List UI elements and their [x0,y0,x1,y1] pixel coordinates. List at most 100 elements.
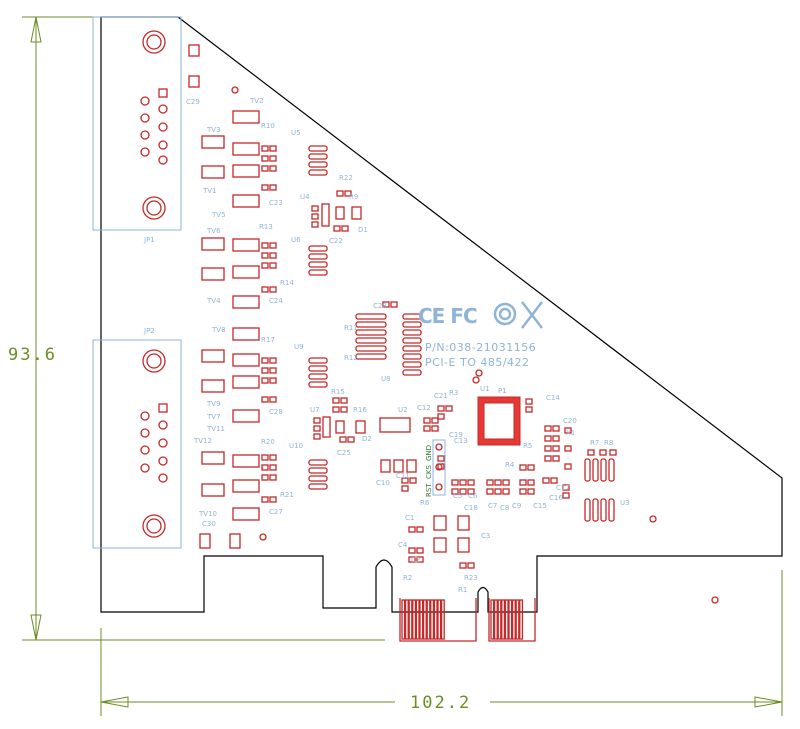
pcie-finger [497,599,502,640]
component-label: C5 [453,492,462,500]
jumper-label-cks: CKS [425,465,433,479]
connector-jp2-label: JP2 [143,327,155,335]
connector-jp2 [140,349,168,538]
component-label: R10 [261,122,275,130]
component-label: R17 [261,336,275,344]
component-label: R5 [523,442,532,450]
component-label: TV7 [206,413,221,421]
upper-channel-components [188,44,362,309]
component-label: C13 [454,437,468,445]
component-label: R4 [505,461,515,469]
pcie-finger [440,599,445,640]
component-label: C22 [329,237,343,245]
component-label: R15 [331,388,345,396]
component-label: C20 [563,417,577,425]
connector-jp1-label: JP1 [143,236,155,244]
component-label: C24 [269,297,283,305]
lower-channel-components [199,327,366,549]
component-label: C29 [186,98,200,106]
component-label: TV11 [206,425,225,433]
pcie-finger [401,599,406,640]
pcie-finger [426,599,431,640]
component-label: C11 [396,472,410,480]
connector-jp1-outline [92,16,182,231]
pcie-finger [519,599,524,640]
component-label: R3 [449,389,458,397]
pcie-finger [511,599,516,640]
component-label: U7 [310,406,320,414]
component-label: TV8 [211,326,226,334]
component-label: R7 [590,439,599,447]
component-label: TV10 [198,510,217,518]
pcie-finger [504,599,509,640]
component-label: TV4 [206,297,221,305]
component-label: TV3 [206,126,221,134]
component-label: U4 [300,193,310,201]
component-label: C1 [405,514,414,522]
pcie-finger [408,599,413,640]
component-label: U1 [480,385,490,393]
component-label: C2 [411,556,420,564]
component-label: R23 [464,574,478,582]
component-label: TV9 [206,400,221,408]
certification-marks: CE FC [418,304,477,328]
component-label: C28 [373,302,387,310]
pcie-finger [422,599,427,640]
component-label: R2 [403,574,412,582]
pcie-finger [508,599,513,640]
pcie-finger [430,599,435,640]
component-label: U9 [294,343,304,351]
pcie-finger [501,599,506,640]
component-label: U10 [289,442,303,450]
jumper-label-rst: RST [425,483,433,497]
component-label: R12 [344,354,358,362]
component-label: C8 [500,504,509,512]
component-label: C23 [269,199,283,207]
component-label: R11 [344,324,358,332]
component-label: C12 [417,404,431,412]
pcie-finger [419,599,424,640]
component-label: R22 [339,174,353,182]
component-label: C4 [398,541,408,549]
component-label: D1 [358,226,368,234]
component-label: C10 [376,479,390,487]
component-label: C17 [556,484,570,492]
component-label: C25 [337,449,351,457]
component-label: C16 [549,494,563,502]
pcie-finger [515,599,520,640]
component-label: R6 [420,499,430,507]
dimension-lines [22,16,783,716]
component-label: C19 [449,431,463,439]
component-label: C21 [434,392,448,400]
component-label: C15 [533,502,547,510]
component-label: X1 [566,429,575,437]
component-label: TV2 [249,97,264,105]
component-label: U6 [291,236,301,244]
component-label: C7 [488,502,497,510]
jumper-labels: RST CKS GND [425,445,433,497]
pcie-finger [433,599,438,640]
pcie-finger [493,599,498,640]
component-label: C6 [468,492,478,500]
board-name: PCI-E TO 485/422 [425,356,530,369]
component-label: C9 [512,502,521,510]
component-label: U2 [398,406,408,414]
pcie-edge-connector [399,598,536,642]
component-label: D2 [362,435,372,443]
jumper-label-gnd: GND [425,445,433,461]
component-label: R21 [280,491,294,499]
component-label: TV1 [202,187,217,195]
component-label: TV6 [206,227,221,235]
part-number: P/N:038-21031156 [425,341,536,354]
width-dimension-label: 102.2 [410,693,471,713]
component-label: U3 [620,499,630,507]
component-label: TV12 [193,437,212,445]
pcie-finger [490,599,495,640]
component-label: C14 [546,394,560,402]
pcie-finger-outline [399,598,536,642]
controller-components [355,301,719,604]
component-label: P1 [498,387,507,395]
component-label: C3 [481,532,490,540]
